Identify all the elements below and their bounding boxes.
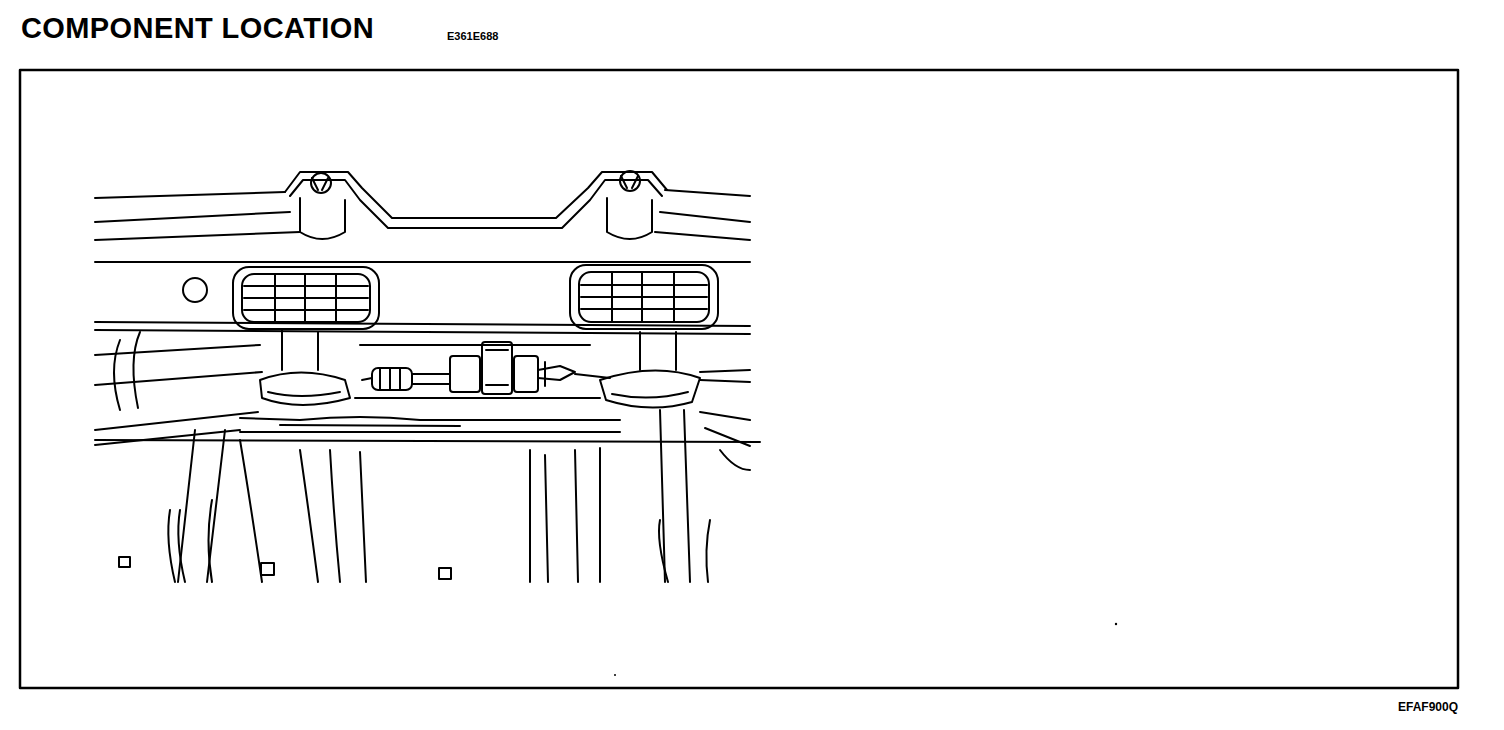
section-code: E361E688: [447, 30, 498, 42]
figure-code: EFAF900Q: [1398, 700, 1458, 714]
page-title: COMPONENT LOCATION: [21, 12, 374, 45]
